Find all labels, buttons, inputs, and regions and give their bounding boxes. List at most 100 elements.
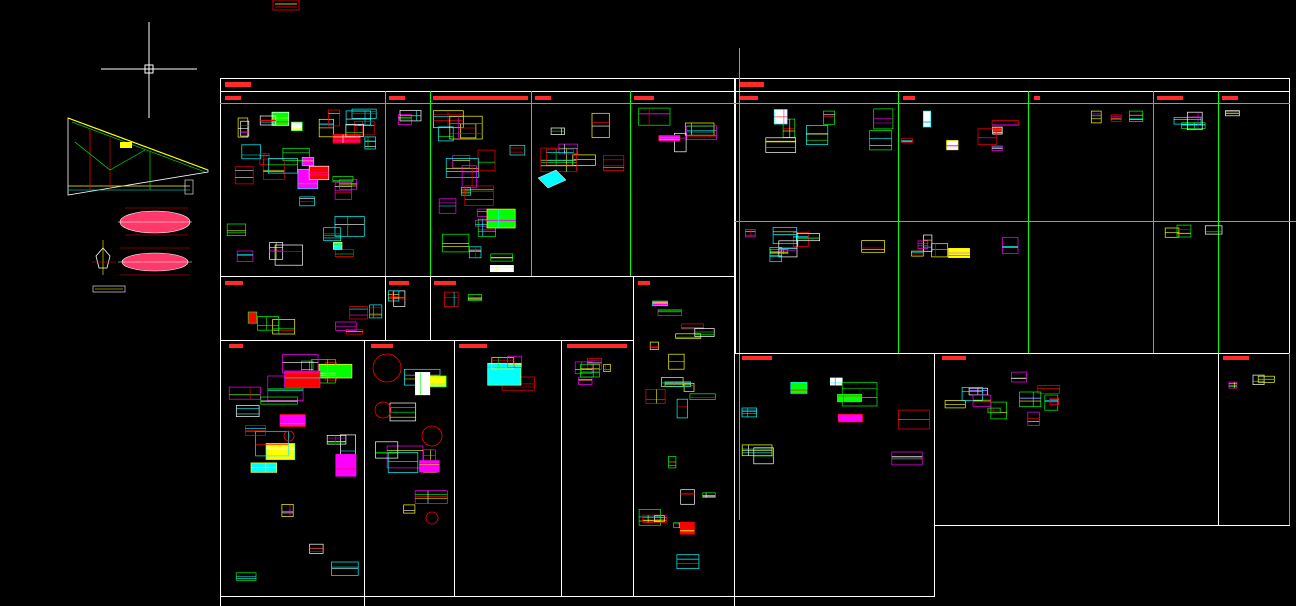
detail-drawing[interactable] xyxy=(1044,394,1059,411)
detail-drawing[interactable] xyxy=(282,147,310,161)
detail-drawing[interactable] xyxy=(1257,375,1275,383)
detail-drawing[interactable] xyxy=(235,572,257,581)
detail-drawing[interactable] xyxy=(247,311,258,324)
detail-drawing[interactable] xyxy=(507,355,523,368)
detail-drawing[interactable] xyxy=(449,115,483,140)
detail-drawing[interactable] xyxy=(897,409,930,430)
detail-drawing[interactable] xyxy=(652,300,668,307)
detail-drawing[interactable] xyxy=(591,112,610,138)
detail-drawing[interactable] xyxy=(829,377,843,386)
detail-drawing[interactable] xyxy=(290,121,303,132)
detail-drawing[interactable] xyxy=(992,126,1003,135)
detail-drawing[interactable] xyxy=(332,176,354,183)
detail-drawing[interactable] xyxy=(308,165,330,180)
detail-drawing[interactable] xyxy=(393,290,406,307)
detail-drawing[interactable] xyxy=(664,381,692,387)
detail-drawing[interactable] xyxy=(1228,381,1238,389)
detail-drawing[interactable] xyxy=(741,407,757,418)
lens-detail-drawing-1[interactable] xyxy=(118,207,192,236)
detail-drawing[interactable] xyxy=(441,233,470,253)
roof-section-drawing[interactable] xyxy=(67,117,209,196)
detail-drawing[interactable] xyxy=(345,328,363,335)
detail-drawing[interactable] xyxy=(679,521,695,535)
circular-detail-drawing[interactable] xyxy=(425,511,439,525)
detail-drawing[interactable] xyxy=(686,125,717,141)
detail-drawing[interactable] xyxy=(386,445,424,469)
small-strip-drawing[interactable] xyxy=(92,285,126,293)
detail-drawing[interactable] xyxy=(578,376,593,385)
detail-drawing[interactable] xyxy=(335,454,357,477)
detail-drawing[interactable] xyxy=(972,394,992,407)
detail-drawing[interactable] xyxy=(284,370,321,388)
detail-drawing[interactable] xyxy=(769,247,783,263)
detail-drawing[interactable] xyxy=(486,208,516,229)
detail-drawing[interactable] xyxy=(1181,122,1206,129)
detail-drawing[interactable] xyxy=(861,240,885,253)
detail-drawing[interactable] xyxy=(668,353,685,370)
detail-drawing[interactable] xyxy=(684,122,715,136)
detail-drawing[interactable] xyxy=(1090,110,1102,124)
detail-drawing[interactable] xyxy=(349,306,368,320)
panel-detail-drawing[interactable] xyxy=(537,169,567,189)
detail-drawing[interactable] xyxy=(309,543,324,554)
detail-drawing[interactable] xyxy=(702,492,716,498)
detail-drawing[interactable] xyxy=(354,121,375,136)
detail-drawing[interactable] xyxy=(603,363,611,372)
detail-drawing[interactable] xyxy=(237,117,249,138)
detail-drawing[interactable] xyxy=(423,449,436,462)
detail-drawing[interactable] xyxy=(901,137,913,144)
detail-drawing[interactable] xyxy=(398,114,412,125)
detail-drawing[interactable] xyxy=(891,451,923,466)
detail-drawing[interactable] xyxy=(917,240,929,249)
detail-drawing[interactable] xyxy=(675,333,702,339)
detail-drawing[interactable] xyxy=(399,110,422,122)
detail-drawing[interactable] xyxy=(489,265,514,273)
detail-drawing[interactable] xyxy=(837,394,863,403)
detail-drawing[interactable] xyxy=(638,107,671,126)
detail-drawing[interactable] xyxy=(345,110,371,126)
detail-drawing[interactable] xyxy=(438,126,454,142)
detail-drawing[interactable] xyxy=(334,249,354,257)
detail-drawing[interactable] xyxy=(415,372,431,396)
detail-drawing[interactable] xyxy=(245,425,266,436)
detail-drawing[interactable] xyxy=(792,232,809,247)
detail-drawing[interactable] xyxy=(657,309,682,316)
detail-drawing[interactable] xyxy=(1049,397,1060,405)
detail-drawing[interactable] xyxy=(387,452,419,473)
detail-drawing[interactable] xyxy=(339,178,357,190)
detail-drawing[interactable] xyxy=(790,382,808,394)
detail-drawing[interactable] xyxy=(260,396,298,405)
detail-drawing[interactable] xyxy=(477,149,496,172)
detail-drawing[interactable] xyxy=(987,407,1001,414)
detail-drawing[interactable] xyxy=(241,144,261,160)
detail-drawing[interactable] xyxy=(1037,385,1060,394)
lens-detail-drawing-2[interactable] xyxy=(118,247,192,276)
detail-drawing[interactable] xyxy=(823,110,835,125)
detail-drawing[interactable] xyxy=(676,554,700,569)
detail-drawing[interactable] xyxy=(331,561,359,576)
detail-drawing[interactable] xyxy=(452,155,471,169)
circular-detail-drawing[interactable] xyxy=(421,425,443,447)
detail-drawing[interactable] xyxy=(509,144,526,156)
detail-drawing[interactable] xyxy=(235,405,260,417)
detail-drawing[interactable] xyxy=(301,157,315,166)
detail-drawing[interactable] xyxy=(265,443,296,461)
detail-drawing[interactable] xyxy=(351,108,377,119)
detail-drawing[interactable] xyxy=(645,389,666,404)
detail-drawing[interactable] xyxy=(240,120,250,137)
detail-drawing[interactable] xyxy=(274,244,303,266)
detail-drawing[interactable] xyxy=(364,136,376,150)
detail-drawing[interactable] xyxy=(414,490,448,504)
detail-drawing[interactable] xyxy=(1186,111,1203,131)
detail-drawing[interactable] xyxy=(467,294,483,301)
detail-drawing[interactable] xyxy=(837,413,863,423)
detail-drawing[interactable] xyxy=(961,387,983,401)
detail-drawing[interactable] xyxy=(326,435,347,445)
detail-drawing[interactable] xyxy=(773,109,788,125)
detail-drawing[interactable] xyxy=(403,504,416,514)
detail-drawing[interactable] xyxy=(419,460,440,473)
circular-detail-drawing[interactable] xyxy=(372,353,402,383)
detail-drawing[interactable] xyxy=(946,140,959,151)
detail-drawing[interactable] xyxy=(683,382,695,392)
detail-drawing[interactable] xyxy=(226,223,247,236)
